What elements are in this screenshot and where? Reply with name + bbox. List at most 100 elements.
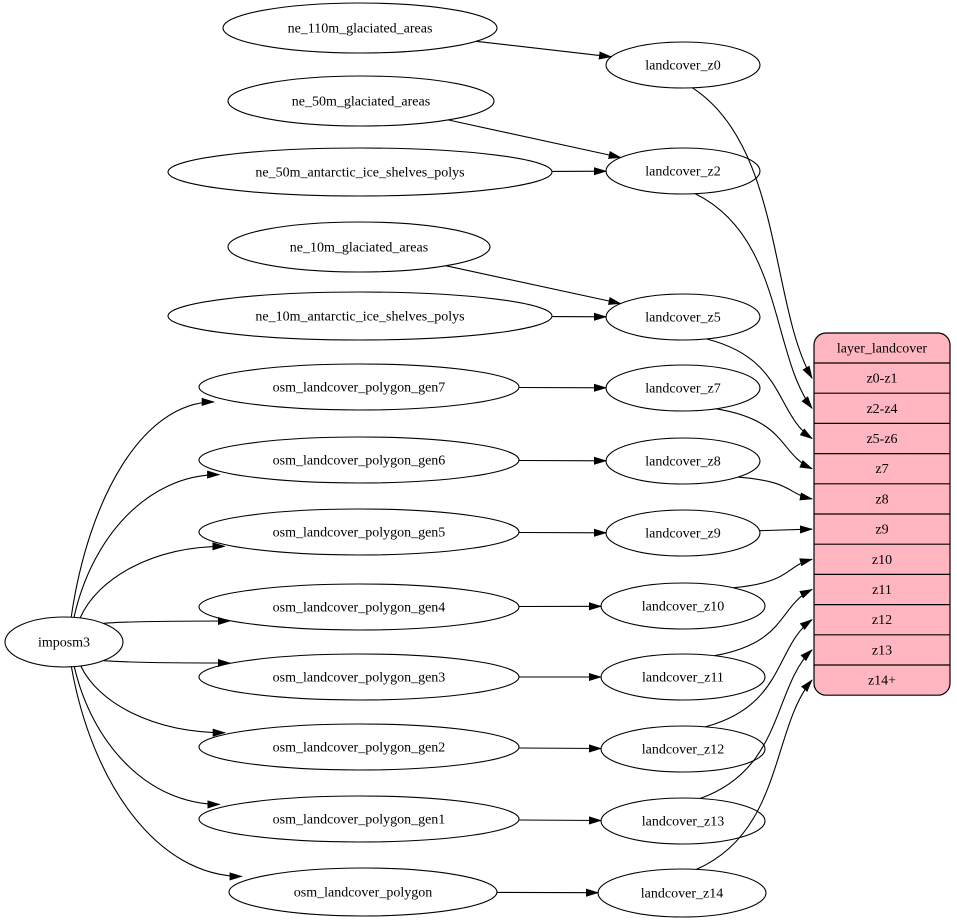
edge-imposm3-to-osm-landcover-polygon-gen4	[103, 616, 232, 626]
node-label: osm_landcover_polygon_gen4	[273, 601, 446, 616]
node-label: landcover_z14	[641, 887, 723, 902]
table-row-z9: z9	[875, 523, 888, 538]
node-ellipse	[605, 41, 761, 89]
node-landcover-z12: landcover_z12	[600, 725, 766, 773]
node-label: osm_landcover_polygon	[294, 886, 432, 901]
node-label: ne_110m_glaciated_areas	[288, 22, 433, 37]
table-row-z7: z7	[875, 462, 888, 477]
node-osm-landcover-polygon-gen4: osm_landcover_polygon_gen4	[198, 583, 520, 631]
node-ellipse	[228, 867, 498, 917]
node-ellipse	[198, 508, 520, 556]
edge-imposm3-to-osm-landcover-polygon-gen1	[73, 666, 221, 809]
node-ellipse	[4, 616, 124, 668]
node-ellipse	[167, 147, 553, 197]
edge-landcover-z10-to-z10	[733, 558, 814, 589]
edge-osm-landcover-polygon-gen1-to-landcover-z13	[518, 816, 603, 825]
edge-imposm3-to-osm-landcover-polygon-gen2	[80, 665, 226, 737]
node-ellipse	[198, 583, 520, 631]
node-landcover-z9: landcover_z9	[605, 509, 761, 557]
edge-landcover-z11-to-z11	[714, 589, 813, 657]
node-ellipse	[227, 221, 491, 273]
node-label: ne_10m_antarctic_ice_shelves_polys	[255, 310, 464, 325]
node-label: osm_landcover_polygon_gen6	[273, 454, 446, 469]
node-ellipse	[198, 795, 520, 843]
node-ellipse	[222, 2, 498, 54]
node-landcover-z11: landcover_z11	[600, 653, 766, 701]
node-osm-landcover-polygon-gen7: osm_landcover_polygon_gen7	[198, 363, 520, 411]
node-label: landcover_z2	[645, 165, 720, 180]
edge-ne-10m-glaciated-areas-to-landcover-z5	[445, 265, 622, 305]
node-label: ne_50m_glaciated_areas	[292, 95, 430, 110]
node-landcover-z2: landcover_z2	[605, 147, 761, 195]
table-header: layer_landcover	[837, 342, 928, 357]
node-label: osm_landcover_polygon_gen5	[273, 526, 446, 541]
node-ellipse	[198, 723, 520, 771]
node-label: osm_landcover_polygon_gen2	[273, 741, 446, 756]
node-label: landcover_z11	[642, 671, 724, 686]
node-ne-110m-glaciated-areas: ne_110m_glaciated_areas	[222, 2, 498, 54]
node-label: osm_landcover_polygon_gen3	[273, 671, 446, 686]
edge-osm-landcover-polygon-gen2-to-landcover-z12	[518, 744, 603, 753]
node-label: landcover_z12	[642, 743, 724, 758]
edge-landcover-z2-to-z2-z4	[695, 193, 813, 410]
node-label: ne_50m_antarctic_ice_shelves_polys	[255, 166, 464, 181]
edge-landcover-z8-to-z8	[737, 476, 814, 501]
edge-landcover-z14-to-z14	[696, 679, 813, 870]
node-label: ne_10m_glaciated_areas	[290, 241, 428, 256]
node-label: landcover_z9	[645, 527, 720, 542]
edge-landcover-z13-to-z13	[699, 649, 813, 800]
node-label: landcover_z10	[642, 600, 724, 615]
node-osm-landcover-polygon-gen2: osm_landcover_polygon_gen2	[198, 723, 520, 771]
node-ne-50m-antarctic-ice-shelves-polys: ne_50m_antarctic_ice_shelves_polys	[167, 147, 553, 197]
node-osm-landcover-polygon-gen5: osm_landcover_polygon_gen5	[198, 508, 520, 556]
node-ellipse	[198, 436, 520, 484]
node-label: osm_landcover_polygon_gen1	[273, 813, 446, 828]
edge-landcover-z0-to-z0-z1	[692, 87, 813, 380]
table-row-z12: z12	[872, 613, 892, 628]
edge-ne-50m-glaciated-areas-to-landcover-z2	[447, 119, 622, 159]
edge-landcover-z9-to-z9	[759, 525, 814, 534]
edge-ne-110m-glaciated-areas-to-landcover-z0	[475, 40, 613, 60]
node-landcover-z0: landcover_z0	[605, 41, 761, 89]
node-osm-landcover-polygon-gen6: osm_landcover_polygon_gen6	[198, 436, 520, 484]
node-landcover-z14: landcover_z14	[597, 868, 767, 918]
table-row-z11: z11	[872, 583, 892, 598]
table-row-z13: z13	[872, 643, 892, 658]
node-label: landcover_z8	[645, 455, 720, 470]
edge-imposm3-to-osm-landcover-polygon-gen7	[70, 397, 215, 618]
node-imposm3: imposm3	[4, 616, 124, 668]
edge-landcover-z12-to-z12	[704, 619, 813, 728]
edge-imposm3-to-osm-landcover-polygon	[70, 666, 243, 881]
edge-imposm3-to-osm-landcover-polygon-gen6	[73, 470, 221, 618]
table-row-z10: z10	[872, 553, 892, 568]
node-ellipse	[198, 363, 520, 411]
node-label: landcover_z5	[645, 311, 720, 326]
edge-imposm3-to-osm-landcover-polygon-gen3	[103, 658, 232, 668]
node-label: osm_landcover_polygon_gen7	[273, 381, 446, 396]
node-ellipse	[167, 291, 553, 341]
edge-imposm3-to-osm-landcover-polygon-gen5	[79, 542, 226, 619]
table-row-z0-z1: z0-z1	[866, 372, 897, 387]
node-osm-landcover-polygon-gen3: osm_landcover_polygon_gen3	[198, 653, 520, 701]
node-label: landcover_z13	[642, 815, 724, 830]
node-ellipse	[227, 75, 495, 127]
table-row-z5-z6: z5-z6	[866, 432, 897, 447]
table-layer-landcover: layer_landcover z0-z1 z2-z4 z5-z6 z7 z8 z9 z10 z…	[813, 332, 951, 696]
node-label: landcover_z7	[645, 382, 720, 397]
node-ne-10m-antarctic-ice-shelves-polys: ne_10m_antarctic_ice_shelves_polys	[167, 291, 553, 341]
node-landcover-z10: landcover_z10	[600, 582, 766, 630]
node-landcover-z13: landcover_z13	[600, 797, 766, 845]
node-landcover-z5: landcover_z5	[605, 293, 761, 341]
table-row-z2-z4: z2-z4	[866, 402, 897, 417]
node-landcover-z8: landcover_z8	[605, 437, 761, 485]
table-row-z8: z8	[875, 492, 888, 507]
node-ne-50m-glaciated-areas: ne_50m_glaciated_areas	[227, 75, 495, 127]
node-osm-landcover-polygon: osm_landcover_polygon	[228, 867, 498, 917]
node-osm-landcover-polygon-gen1: osm_landcover_polygon_gen1	[198, 795, 520, 843]
table-row-z14: z14+	[868, 674, 896, 689]
node-landcover-z7: landcover_z7	[605, 364, 761, 412]
node-label: imposm3	[38, 636, 90, 651]
edge-landcover-z5-to-z5-z6	[706, 338, 813, 440]
